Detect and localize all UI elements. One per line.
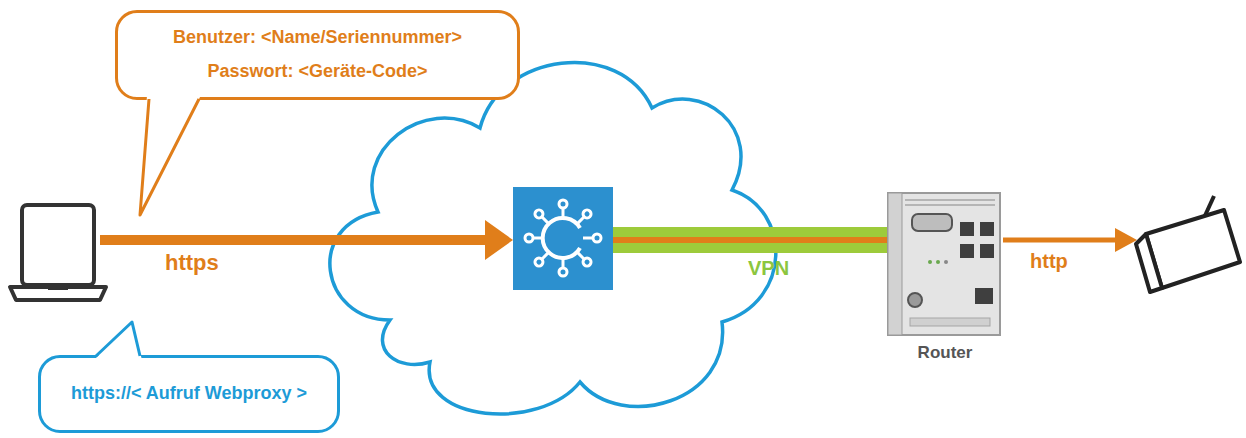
callout-tail [94, 322, 142, 360]
callout-text: Benutzer: <Name/Seriennummer> [173, 27, 462, 49]
vpn-tunnel [613, 227, 889, 253]
camera-icon [1136, 196, 1240, 292]
login-callout: Benutzer: <Name/Seriennummer> Passwort: <… [115, 10, 520, 100]
callout-text: Passwort: <Geräte-Code> [207, 61, 427, 83]
router-node: Router [885, 190, 1005, 365]
callout-tail [140, 95, 201, 215]
device-label: Router [885, 343, 1005, 363]
webproxy-hub-icon [513, 187, 613, 290]
http-arrow [1003, 228, 1137, 252]
callout-text: https://< Aufruf Webproxy > [71, 383, 307, 405]
https-arrow [100, 220, 513, 260]
tunnel-label: VPN [748, 257, 789, 280]
url-callout: https://< Aufruf Webproxy > [38, 355, 340, 433]
laptop-icon [10, 205, 106, 300]
protocol-label: http [1030, 250, 1068, 273]
router-device [888, 193, 1000, 335]
protocol-label: https [165, 250, 219, 276]
